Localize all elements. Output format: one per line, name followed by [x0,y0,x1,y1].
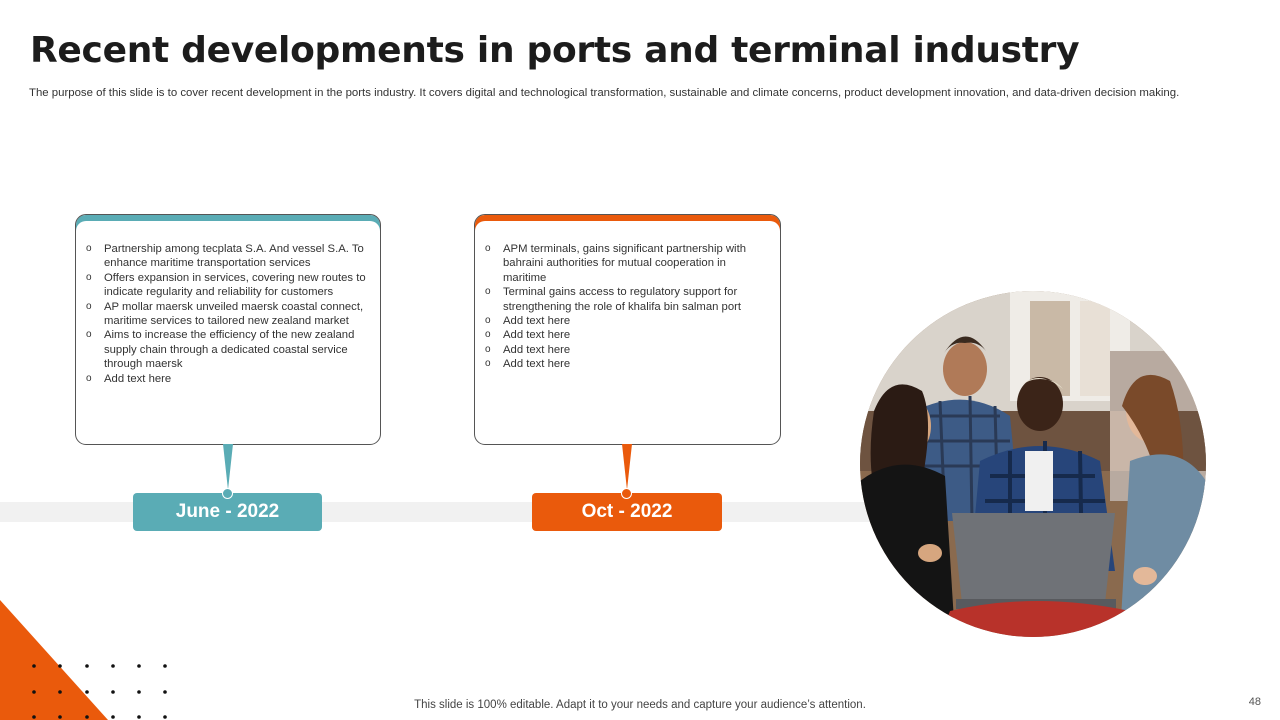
bullet-item: Add text here [485,357,768,371]
bullet-item: APM terminals, gains significant partner… [485,242,768,285]
callout-pointer [622,444,632,490]
bullet-item: Add text here [86,372,368,386]
slide-title: Recent developments in ports and termina… [30,30,1079,71]
timeline-bar [0,502,880,522]
bullet-item: Aims to increase the efficiency of the n… [86,328,368,371]
slide-footer: This slide is 100% editable. Adapt it to… [0,699,1280,711]
timeline-pin [222,488,233,499]
bullet-item: Add text here [485,343,768,357]
callout-pointer [223,444,233,490]
bullet-item: Terminal gains access to regulatory supp… [485,285,768,314]
timeline-card-june-2022: Partnership among tecplata S.A. And vess… [75,214,381,445]
page-number: 48 [1249,696,1261,708]
bullet-list: APM terminals, gains significant partner… [485,242,768,372]
bullet-item: Add text here [485,314,768,328]
bullet-item: Add text here [485,328,768,342]
slide-subtitle: The purpose of this slide is to cover re… [29,87,1269,99]
team-photo [860,291,1206,637]
bullet-item: AP mollar maersk unveiled maersk coastal… [86,300,368,329]
bullet-item: Offers expansion in services, covering n… [86,271,368,300]
timeline-pin [621,488,632,499]
bullet-item: Partnership among tecplata S.A. And vess… [86,242,368,271]
bullet-list: Partnership among tecplata S.A. And vess… [86,242,368,386]
timeline-card-oct-2022: APM terminals, gains significant partner… [474,214,781,445]
